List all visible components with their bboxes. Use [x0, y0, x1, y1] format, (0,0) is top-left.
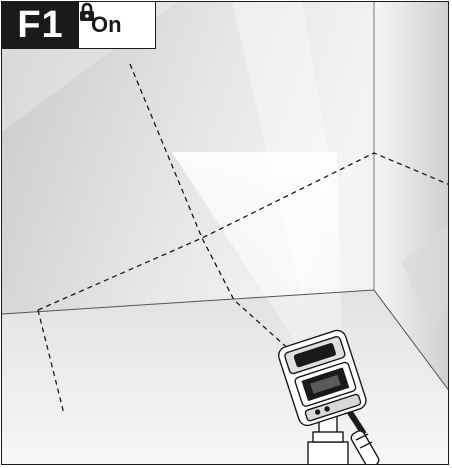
floor — [2, 290, 448, 464]
room-scene — [2, 2, 448, 464]
padlock-icon — [80, 2, 139, 35]
laser-beam — [172, 152, 342, 352]
mode-label: On — [91, 12, 122, 37]
figure-label: F1 — [2, 2, 79, 49]
laser-level-device — [277, 329, 367, 427]
mode-indicator: On — [79, 2, 156, 49]
vertical-laser-line — [129, 63, 293, 353]
tripod — [307, 413, 349, 464]
adjustment-knob — [337, 395, 380, 464]
laser-lines — [37, 63, 448, 415]
